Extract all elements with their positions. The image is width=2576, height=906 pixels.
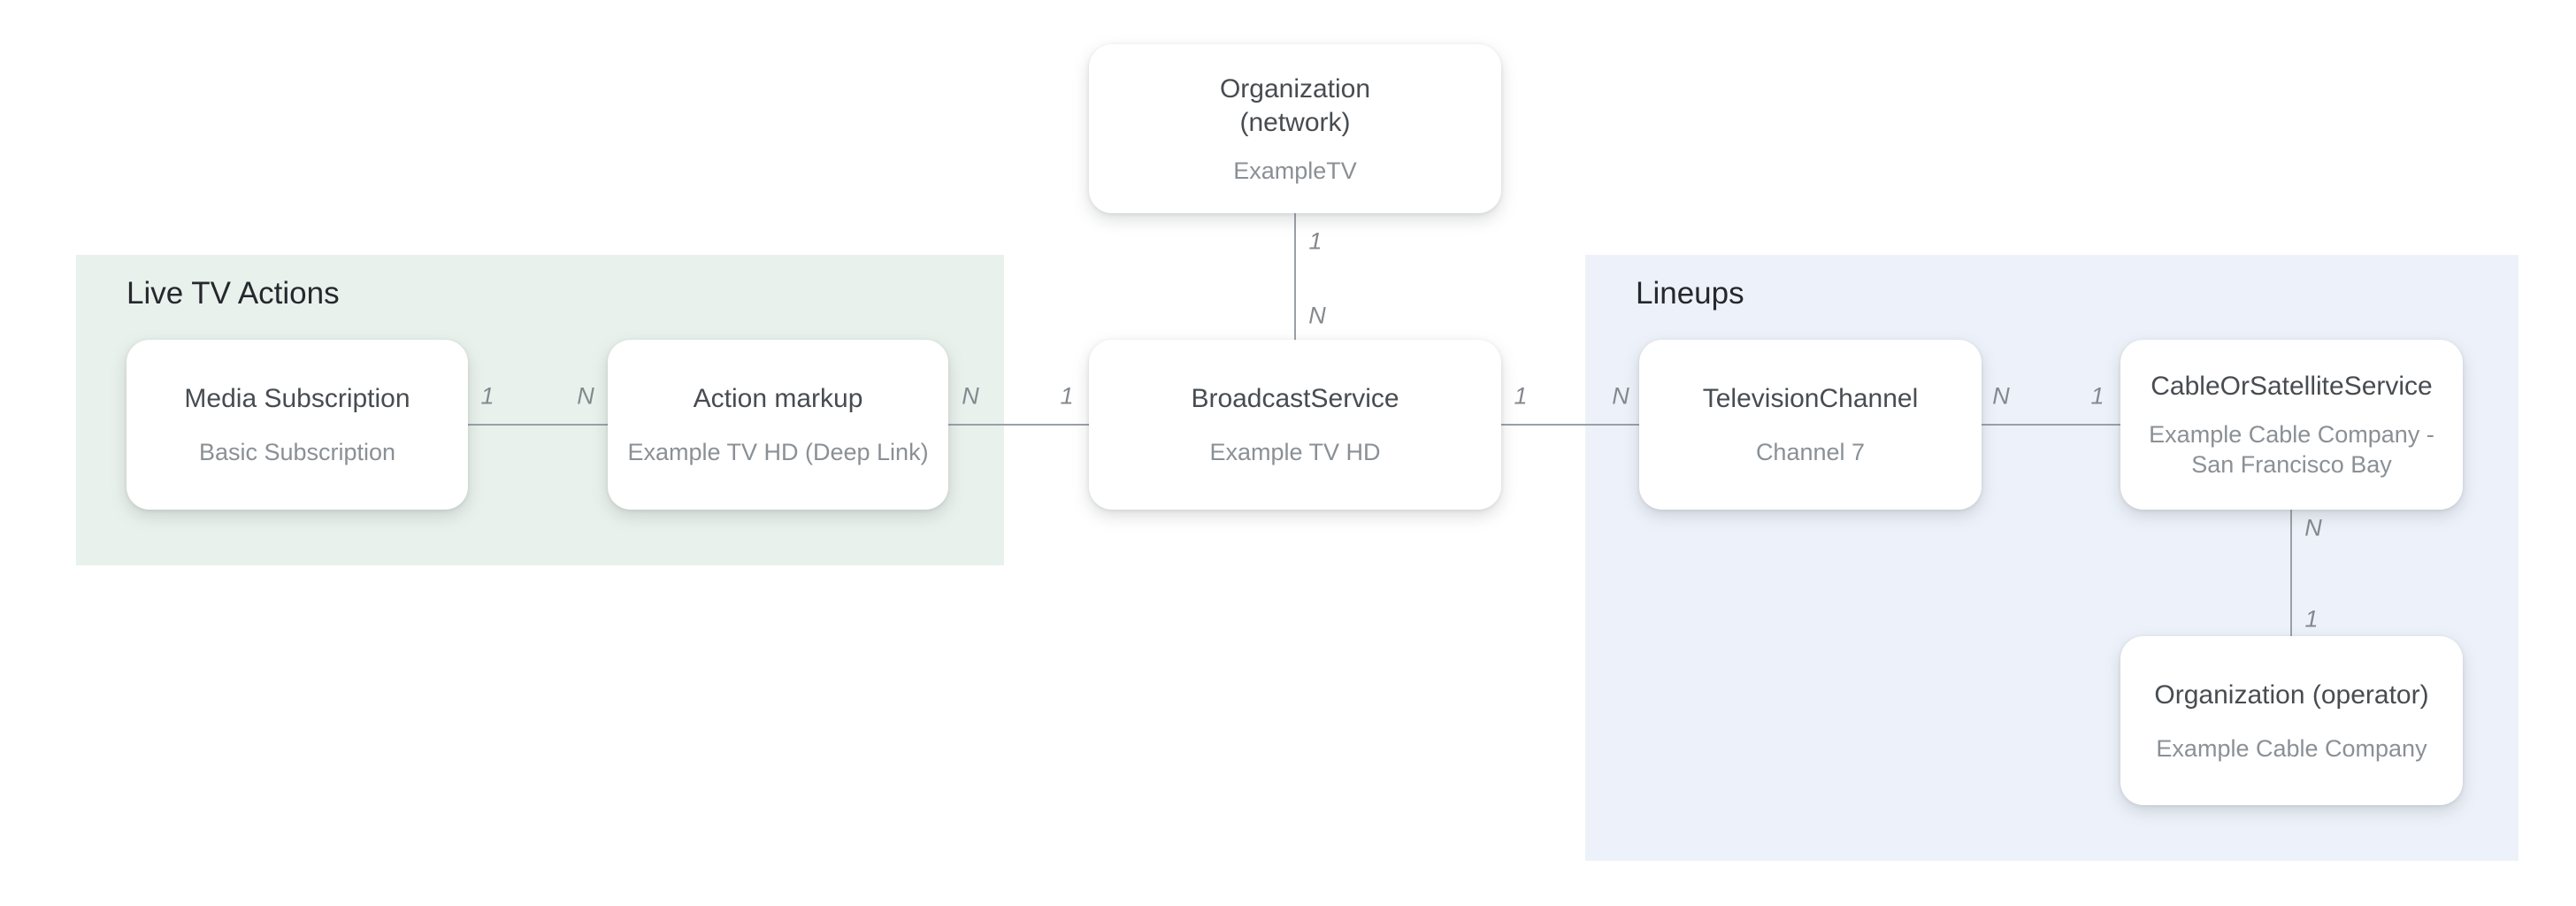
node-title: CableOrSatelliteService: [2150, 372, 2433, 401]
node-title: Media Subscription: [184, 384, 410, 413]
node-subtitle: Basic Subscription: [198, 439, 396, 465]
node-title: BroadcastService: [1191, 384, 1399, 413]
connector-network-to-broadcast-line: [1294, 213, 1296, 340]
connector-actionmarkup-to-broadcast-line: [948, 424, 1089, 426]
cardinality-label-network-side: 1: [1308, 227, 1322, 255]
node-subtitle: Example Cable Company - San Francisco Ba…: [2149, 421, 2434, 478]
connector-broadcast-to-televisionchannel-line: [1501, 424, 1639, 426]
node-title: TelevisionChannel: [1702, 384, 1919, 413]
node-organization-operator: Organization (operator) Example Cable Co…: [2120, 636, 2463, 805]
cardinality-label-cable-bottom-side: N: [2304, 514, 2322, 541]
node-action-markup: Action markup Example TV HD (Deep Link): [608, 340, 948, 510]
node-title: Organization (network): [1219, 73, 1371, 137]
node-subtitle: Example TV HD (Deep Link): [627, 439, 929, 465]
cardinality-label-mediasubscription-side: 1: [480, 382, 494, 410]
node-cable-or-satellite-service: CableOrSatelliteService Example Cable Co…: [2120, 340, 2463, 510]
cardinality-label-televisionchannel-right-side: N: [1992, 382, 2010, 410]
cardinality-label-actionmarkup-left-side: N: [577, 382, 594, 410]
node-subtitle: Example TV HD: [1209, 439, 1381, 465]
node-title: Organization (operator): [2154, 680, 2429, 710]
node-subtitle: Channel 7: [1755, 439, 1866, 465]
connector-mediasubscription-to-actionmarkup-line: [468, 424, 608, 426]
cardinality-label-operator-side: 1: [2304, 605, 2319, 633]
node-organization-network: Organization (network) ExampleTV: [1089, 44, 1501, 213]
node-media-subscription: Media Subscription Basic Subscription: [126, 340, 468, 510]
connector-televisionchannel-to-cable-line: [1982, 424, 2120, 426]
cardinality-label-actionmarkup-right-side: N: [962, 382, 979, 410]
cardinality-label-cable-left-side: 1: [2090, 382, 2104, 410]
section-label-lineups: Lineups: [1636, 276, 1744, 311]
node-television-channel: TelevisionChannel Channel 7: [1639, 340, 1982, 510]
cardinality-label-broadcast-right-side: 1: [1514, 382, 1528, 410]
cardinality-label-televisionchannel-left-side: N: [1612, 382, 1629, 410]
section-label-live-tv-actions: Live TV Actions: [126, 276, 340, 311]
node-broadcast-service: BroadcastService Example TV HD: [1089, 340, 1501, 510]
node-title: Action markup: [693, 384, 863, 413]
cardinality-label-broadcast-left-side: 1: [1060, 382, 1074, 410]
node-subtitle: Example Cable Company: [2156, 734, 2427, 762]
node-subtitle: ExampleTV: [1233, 157, 1357, 184]
connector-cable-to-operator-line: [2290, 510, 2292, 636]
cardinality-label-broadcast-top-side: N: [1308, 302, 1326, 329]
